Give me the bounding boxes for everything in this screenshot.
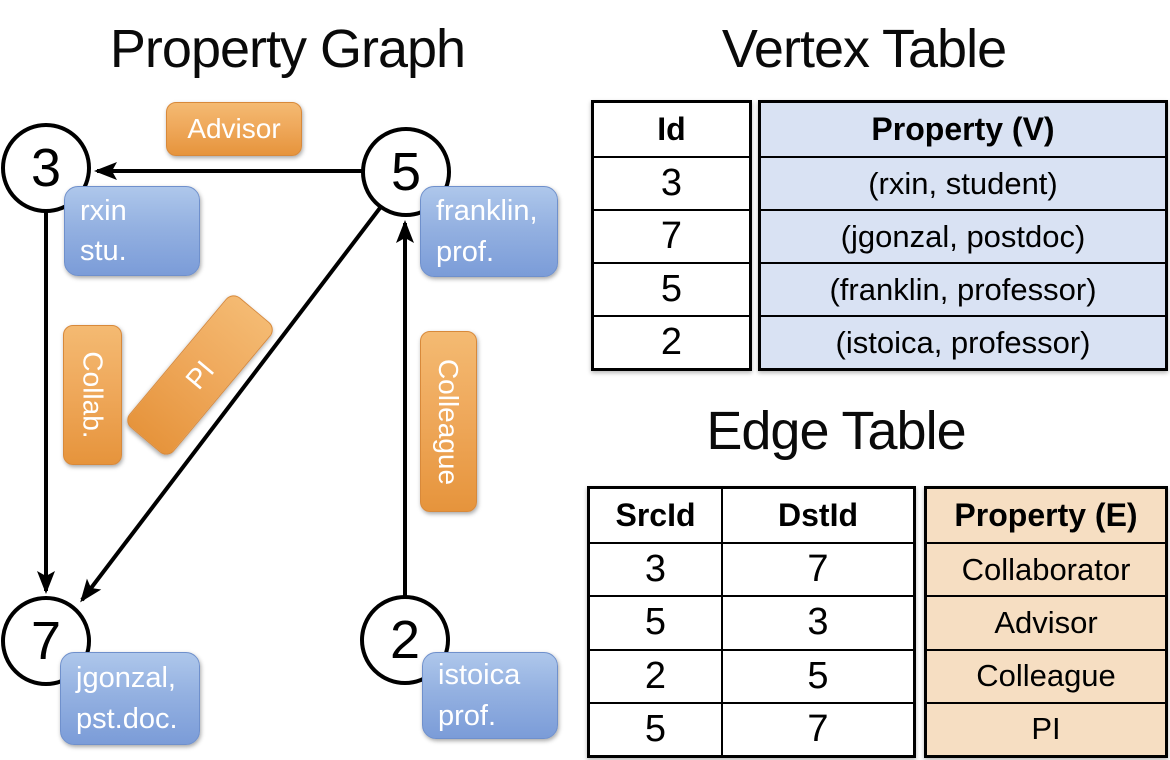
vertex-property-line2: prof.	[438, 699, 497, 732]
edge-label-colleague-text: Colleague	[433, 358, 465, 485]
edge-table-dstid-cell: 3	[721, 595, 913, 649]
vertex-node-5: 5	[361, 127, 451, 217]
vertex-table-property-cell: (jgonzal, postdoc)	[761, 209, 1165, 262]
vertex-table-id-cell: 2	[594, 315, 749, 368]
edge-table-title: Edge Table	[706, 401, 966, 461]
edge-table-dstid-cell: 7	[721, 701, 913, 755]
vertex-table-property-column: Property (V) (rxin, student) (jgonzal, p…	[758, 100, 1168, 371]
edge-label-pi-text: PI	[179, 354, 220, 395]
edge-table-dstid-cell: 7	[721, 542, 913, 596]
property-graph-title: Property Graph	[109, 19, 466, 79]
vertex-table-id-cell: 3	[594, 156, 749, 209]
edge-table-dstid-cell: 5	[721, 648, 913, 702]
vertex-table-property-cell: (istoica, professor)	[761, 315, 1165, 368]
vertex-property-line2: stu.	[80, 235, 127, 267]
vertex-node-7-id: 7	[30, 611, 62, 671]
edge-label-collab: Collab.	[63, 325, 122, 465]
vertex-property-box-rxin: rxin stu.	[64, 186, 200, 276]
edge-table-srcid-cell: 5	[590, 595, 721, 648]
edge-table-property-column: Property (E) Collaborator Advisor Collea…	[924, 486, 1168, 758]
vertex-table-id-cell: 5	[594, 262, 749, 315]
edge-label-advisor-text: Advisor	[187, 113, 281, 144]
edge-label-collab-text: Collab.	[77, 351, 109, 439]
edge-label-colleague: Colleague	[420, 331, 477, 512]
vertex-table-property-cell: (rxin, student)	[761, 156, 1165, 209]
vertex-property-line2: prof.	[436, 235, 495, 268]
edge-table-property-cell: PI	[927, 701, 1165, 755]
vertex-property-line1: franklin,	[436, 195, 538, 228]
vertex-table-property-header: Property (V)	[871, 111, 1055, 147]
vertex-table-id-header: Id	[657, 111, 686, 147]
vertex-property-line1: rxin	[80, 194, 127, 227]
vertex-table-id-column: Id 3 7 5 2	[591, 100, 752, 371]
vertex-table-id-cell: 7	[594, 209, 749, 262]
vertex-node-3-id: 3	[30, 138, 62, 198]
vertex-property-line1: istoica	[438, 659, 521, 692]
vertex-table-property-cell: (franklin, professor)	[761, 262, 1165, 315]
edge-label-advisor: Advisor	[166, 102, 302, 156]
edge-table-srcid-cell: 2	[590, 648, 721, 702]
vertex-property-line1: jgonzal,	[76, 662, 176, 695]
edge-table-property-cell: Colleague	[927, 648, 1165, 702]
edge-table-id-columns: SrcId DstId 3 7 5 3 2 5 5 7	[587, 486, 916, 758]
vertex-property-box-istoica: istoica prof.	[422, 652, 558, 739]
vertex-node-3: 3	[1, 123, 91, 213]
vertex-property-box-jgonzal: jgonzal, pst.doc.	[60, 652, 200, 745]
edge-table-property-header: Property (E)	[954, 497, 1138, 534]
edge-table-dstid-header: DstId	[721, 489, 913, 543]
vertex-node-5-id: 5	[390, 142, 422, 202]
edge-table-srcid-cell: 5	[590, 701, 721, 755]
edge-label-pi: PI	[123, 291, 277, 459]
edge-table-property-cell: Collaborator	[927, 542, 1165, 595]
edge-table-property-cell: Advisor	[927, 595, 1165, 648]
edge-table-srcid-cell: 3	[590, 542, 721, 595]
vertex-node-2-id: 2	[389, 610, 421, 670]
vertex-table-title: Vertex Table	[721, 19, 1007, 79]
vertex-property-box-franklin: franklin, prof.	[420, 186, 558, 277]
edge-table-srcid-header: SrcId	[615, 497, 696, 534]
vertex-property-line2: pst.doc.	[76, 702, 178, 735]
